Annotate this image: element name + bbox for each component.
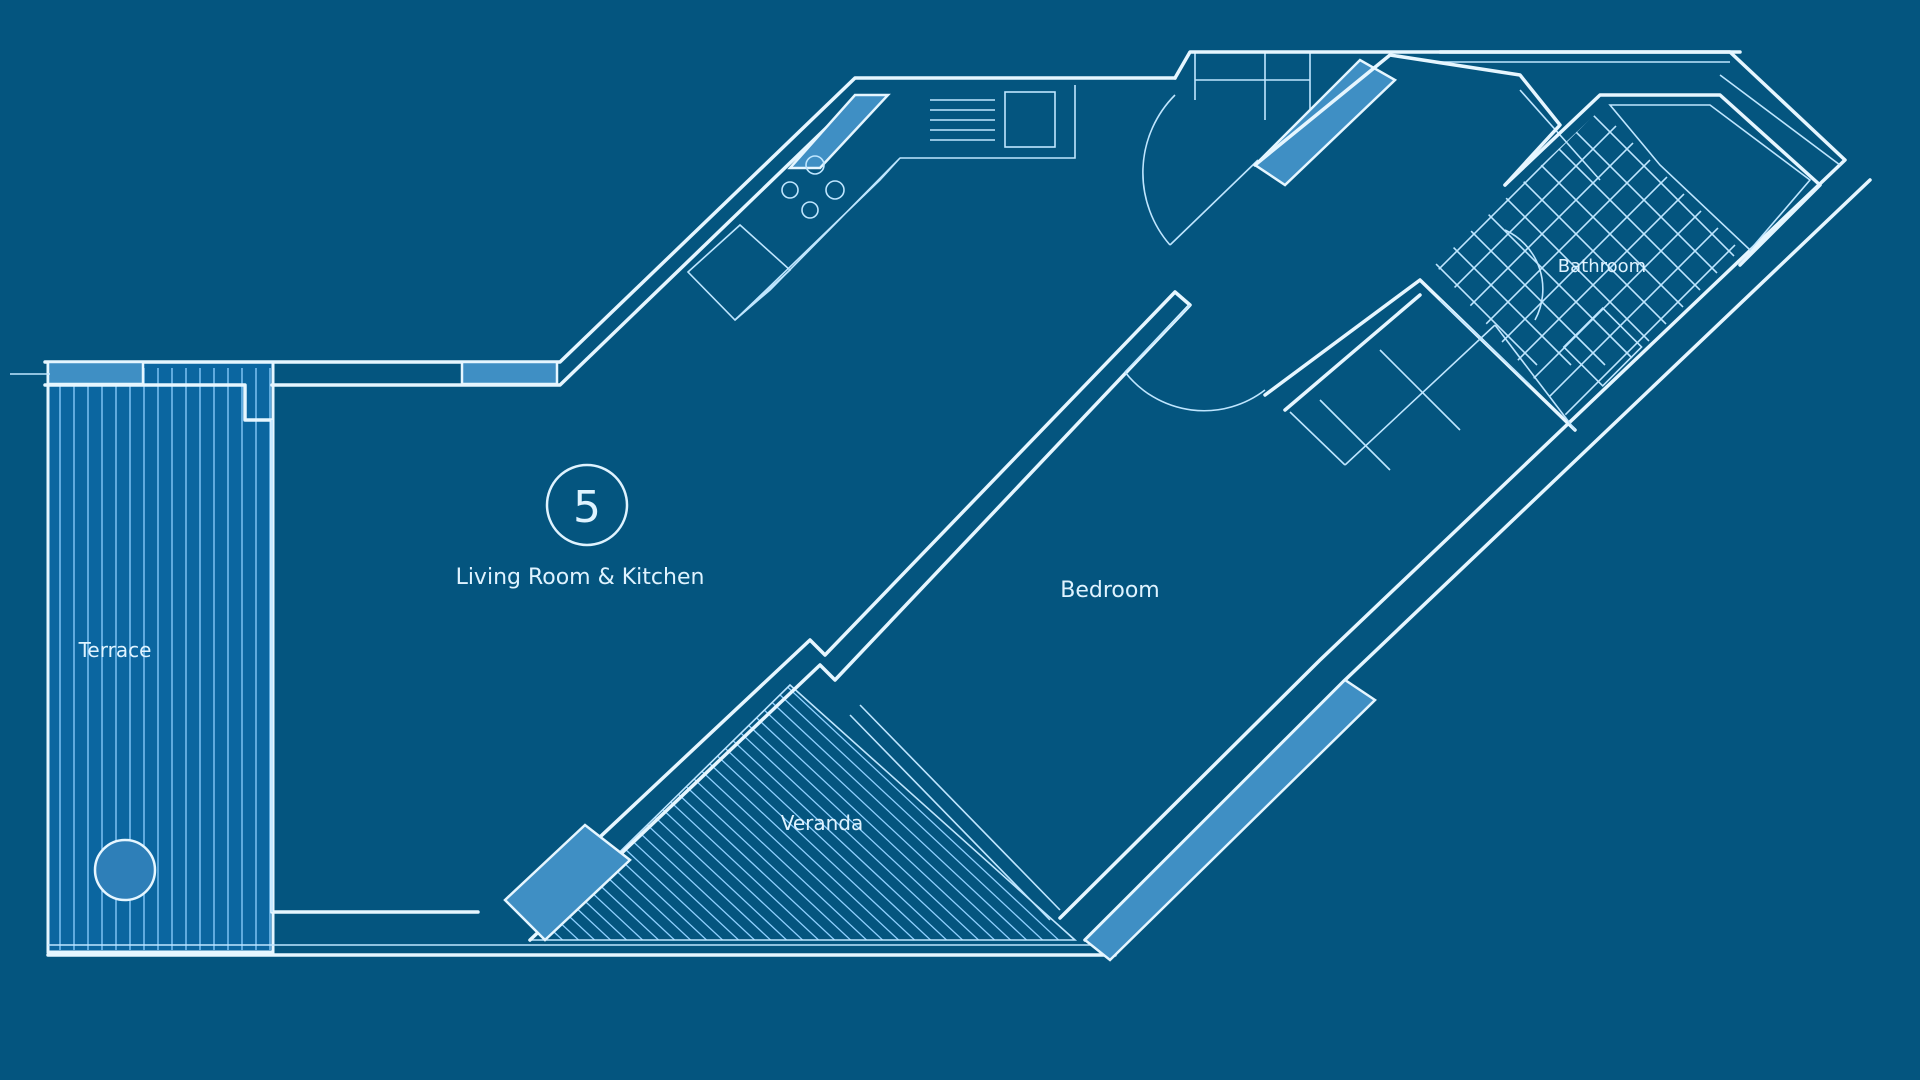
hatch-line <box>1435 110 1740 420</box>
hatch-line <box>530 685 665 940</box>
washbasin-icon <box>1562 306 1643 388</box>
hatch-line <box>1132 680 1432 960</box>
hatch-line <box>1680 110 1740 366</box>
bedroom-label: Bedroom <box>1060 578 1160 603</box>
hatch-line <box>1435 110 1470 366</box>
veranda-label: Veranda <box>781 811 864 835</box>
hatch-line <box>1148 680 1448 960</box>
hatch-line <box>869 65 1269 465</box>
hatch-line <box>827 685 1075 940</box>
hatch-line <box>530 685 649 940</box>
hatch-line <box>1435 110 1740 366</box>
hatch-line <box>937 65 1337 465</box>
room-number-badge <box>545 463 629 547</box>
wall-segment <box>460 360 559 386</box>
hatch-line <box>1435 110 1740 366</box>
hatch-line <box>1612 110 1740 366</box>
hatch-line <box>843 685 1075 940</box>
hatch-line <box>530 685 729 940</box>
terrace-deck <box>46 360 275 954</box>
hatch-line <box>715 685 1017 940</box>
hatch-line <box>923 685 1075 940</box>
living-room-walls <box>10 76 1177 914</box>
hatch-line <box>1435 110 1538 366</box>
hatch-line <box>747 685 1049 940</box>
stove-burner-icon <box>801 201 819 219</box>
wall-segment <box>787 93 891 170</box>
hatch-line <box>1435 110 1678 420</box>
hatch-line <box>530 685 681 940</box>
hatch-line <box>1435 110 1572 366</box>
hatch-line <box>1510 110 1740 366</box>
hatch-line <box>1435 110 1504 366</box>
hatch-line <box>779 685 1075 940</box>
hatch-line <box>530 685 553 940</box>
hatch-line <box>1435 110 1640 366</box>
hatch-line <box>530 685 537 940</box>
hatch-line <box>731 685 1033 940</box>
hatch-line <box>1442 110 1740 366</box>
hatch-line <box>530 685 777 940</box>
hatch-line <box>1435 110 1674 366</box>
living-room-label: Living Room & Kitchen <box>456 565 705 590</box>
hatch-line <box>699 685 1001 940</box>
hatch-line <box>530 685 617 940</box>
hatch-line <box>530 685 745 940</box>
kitchen-sink-icon <box>1004 91 1056 148</box>
hatch-line <box>939 685 1075 940</box>
bedroom-door-arc <box>1124 371 1266 412</box>
wardrobe-walls <box>1253 53 1577 471</box>
wall-segment <box>46 360 145 386</box>
hatch-line <box>1514 110 1740 420</box>
terrace-label: Terrace <box>78 638 152 662</box>
hatch-line <box>835 65 1235 465</box>
hatch-line <box>1783 0 1920 365</box>
bathtub-icon <box>1608 104 1812 252</box>
hatch-line <box>1749 0 1920 365</box>
hatch-line <box>1435 110 1474 420</box>
hatch-line <box>1035 685 1075 940</box>
bedroom-outer-walls <box>1058 50 1872 962</box>
kitchen-counter <box>686 85 1076 322</box>
bathroom-door-arc <box>1504 229 1544 321</box>
hatch-line <box>763 685 1065 940</box>
room-number: 5 <box>573 482 601 533</box>
hatch-line <box>1480 110 1740 420</box>
room-label-living: 5 Living Room & Kitchen <box>456 463 705 590</box>
hatch-line <box>619 685 921 940</box>
partition-wall <box>503 290 1192 942</box>
hatch-line <box>530 685 633 940</box>
plant-pot-icon <box>93 838 157 902</box>
hatch-line <box>1435 110 1712 420</box>
bathroom-label: Bathroom <box>1558 256 1646 277</box>
hatch-line <box>1019 685 1075 940</box>
hatch-line <box>1435 110 1606 366</box>
stove-burner-icon <box>825 180 845 200</box>
stove-burner-icon <box>781 181 799 199</box>
stove-burner-icon <box>805 155 825 175</box>
hatch-line <box>903 65 1303 465</box>
hatch-line <box>1616 110 1740 420</box>
entry-door-arc <box>1142 94 1176 246</box>
hatch-line <box>530 685 761 940</box>
